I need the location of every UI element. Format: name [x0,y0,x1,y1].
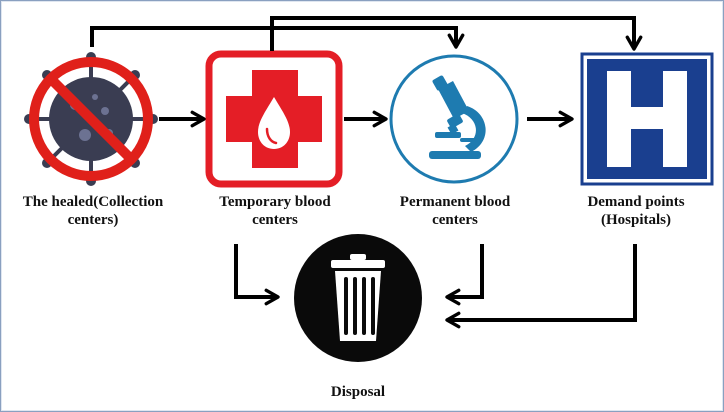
red-cross-blood-drop-icon [205,50,343,188]
label-healed: The healed(Collection centers) [5,193,181,229]
label-healed-line2: centers) [67,212,119,228]
arrow-temporary-to-disposal [234,244,280,306]
label-temporary-line1: Temporary blood [219,194,331,210]
no-virus-icon [24,52,158,186]
label-disposal-line1: Disposal [330,384,386,400]
label-disposal: Disposal [298,383,418,401]
label-permanent-line1: Permanent blood [399,194,511,210]
label-temporary: Temporary blood centers [195,193,355,229]
arrow-temporary-to-demand [270,16,643,51]
label-temporary-line2: centers [252,212,298,228]
label-healed-line1: The healed(Collection [22,194,164,210]
label-demand-line1: Demand points [587,194,685,210]
label-permanent-line2: centers [432,212,478,228]
arrow-permanent-to-disposal [445,244,484,306]
trash-can-icon [294,234,422,362]
microscope-icon [389,54,519,184]
label-permanent: Permanent blood centers [375,193,535,229]
label-demand: Demand points (Hospitals) [561,193,711,229]
hospital-h-icon [580,52,714,186]
arrow-demand-to-disposal [445,244,637,329]
label-demand-line2: (Hospitals) [600,212,671,228]
